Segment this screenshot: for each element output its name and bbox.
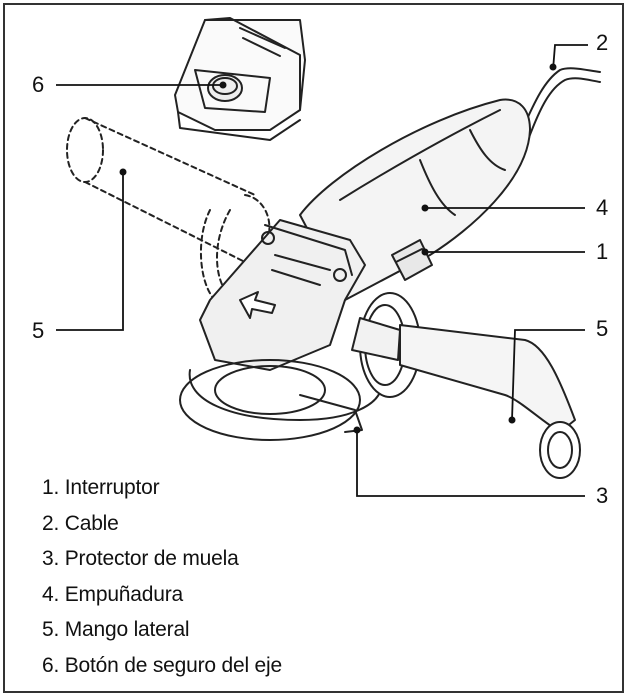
legend-item-side-handle: 5. Mango lateral <box>42 612 282 648</box>
legend-item-wheel-guard: 3. Protector de muela <box>42 541 282 577</box>
side-handle <box>400 325 575 432</box>
callout-2: 2 <box>596 32 608 54</box>
parts-legend: 1. Interruptor 2. Cable 3. Protector de … <box>42 470 282 683</box>
inset-detail <box>175 18 305 140</box>
legend-item-spindle-lock: 6. Botón de seguro del eje <box>42 648 282 684</box>
legend-item-grip: 4. Empuñadura <box>42 577 282 613</box>
legend-item-cable: 2. Cable <box>42 506 282 542</box>
callout-3: 3 <box>596 485 608 507</box>
legend-item-switch: 1. Interruptor <box>42 470 282 506</box>
callout-5-left: 5 <box>32 320 44 342</box>
callout-5-right: 5 <box>596 318 608 340</box>
gear-head <box>200 220 365 370</box>
callout-1: 1 <box>596 241 608 263</box>
callout-4: 4 <box>596 197 608 219</box>
callout-6: 6 <box>32 74 44 96</box>
cable <box>520 68 600 135</box>
